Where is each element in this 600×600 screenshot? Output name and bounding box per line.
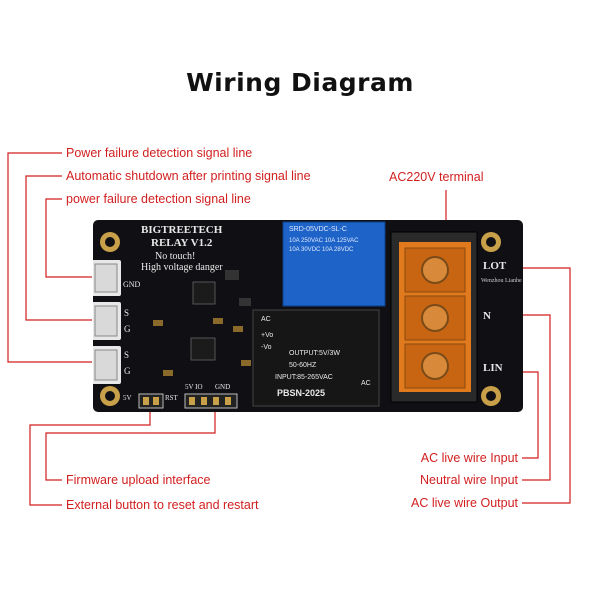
board-model: RELAY V1.2 bbox=[151, 237, 213, 249]
psu-freq: 50-60HZ bbox=[289, 362, 317, 369]
line-auto-shutdown bbox=[25, 175, 92, 321]
relay-module bbox=[282, 221, 386, 307]
relay-board: BIGTREETECH RELAY V1.2 No touch! High vo… bbox=[93, 220, 523, 412]
label-rst: RST bbox=[165, 394, 178, 402]
terminal-side-text: Wenzhou Lianhe bbox=[481, 278, 522, 284]
terminal-block bbox=[390, 231, 478, 403]
psu-module bbox=[252, 309, 380, 407]
board-warning-1: No touch! bbox=[155, 251, 196, 262]
psu-output: OUTPUT:5V/3W bbox=[289, 350, 340, 357]
line-firmware-upload bbox=[45, 412, 216, 481]
label-5v: 5V bbox=[123, 394, 132, 402]
pin-g1: G bbox=[124, 324, 131, 334]
line-power-failure-2 bbox=[45, 198, 92, 278]
label-ac-live-output: AC live wire Output bbox=[411, 496, 518, 510]
label-external-button: External button to reset and restart bbox=[66, 498, 259, 512]
mounting-holes bbox=[100, 232, 501, 406]
signal-connectors bbox=[93, 260, 121, 384]
line-neutral-input bbox=[518, 314, 551, 481]
relay-model: SRD-05VDC-SL-C bbox=[289, 226, 347, 233]
label-power-failure-2: power failure detection signal line bbox=[66, 192, 251, 206]
line-external-button bbox=[29, 412, 151, 506]
psu-mvo: -Vo bbox=[261, 344, 272, 351]
board-warning-2: High voltage danger bbox=[141, 262, 223, 273]
pin-s1: S bbox=[124, 308, 130, 318]
line-power-failure-1 bbox=[7, 152, 92, 363]
pin-gnd: GND bbox=[123, 280, 141, 289]
terminal-lot: LOT bbox=[483, 260, 507, 272]
pin-s2: S bbox=[124, 350, 130, 360]
line-ac-live-output bbox=[518, 267, 571, 504]
psu-ac-right: AC bbox=[361, 380, 371, 387]
label-auto-shutdown: Automatic shutdown after printing signal… bbox=[66, 169, 311, 183]
board-graphics bbox=[93, 221, 501, 409]
label-neutral-input: Neutral wire Input bbox=[420, 473, 518, 487]
line-ac-live-input bbox=[518, 371, 539, 459]
psu-vo: +Vo bbox=[261, 332, 274, 339]
label-ac220v: AC220V terminal bbox=[389, 170, 484, 184]
relay-rating-1: 10A 250VAC 10A 125VAC bbox=[289, 238, 359, 244]
diagram-title: Wiring Diagram bbox=[186, 68, 414, 97]
psu-input: INPUT:85-265VAC bbox=[275, 374, 333, 381]
terminal-n: N bbox=[483, 310, 491, 322]
psu-model: PBSN-2025 bbox=[277, 388, 326, 398]
bottom-headers bbox=[138, 393, 238, 409]
pin-g2: G bbox=[124, 366, 131, 376]
terminal-lin: LIN bbox=[483, 362, 503, 374]
ic-chips bbox=[153, 270, 251, 376]
label-power-failure-1: Power failure detection signal line bbox=[66, 146, 253, 160]
board-brand: BIGTREETECH bbox=[141, 224, 223, 236]
label-ac-live-input: AC live wire Input bbox=[420, 451, 518, 465]
label-firmware-upload: Firmware upload interface bbox=[66, 473, 211, 487]
relay-rating-2: 10A 30VDC 10A 28VDC bbox=[289, 247, 354, 253]
label-gnd2: GND bbox=[215, 383, 231, 391]
psu-ac-left: AC bbox=[261, 316, 271, 323]
label-5vio: 5V IO bbox=[185, 383, 203, 391]
